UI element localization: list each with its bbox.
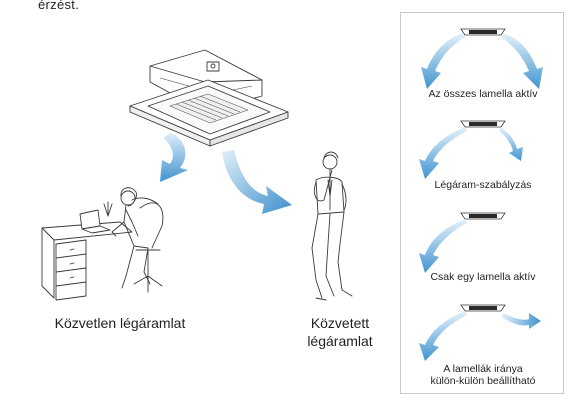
mode-airflow-control-caption: Légáram-szabályzás xyxy=(434,179,532,191)
airflow-modes-panel: Az összes lamella aktív Légáram-szabályz… xyxy=(400,12,564,394)
indirect-airflow-label: Közvetett légáramlat xyxy=(260,314,420,350)
mini-cassette-icon xyxy=(460,120,506,128)
standing-man-icon xyxy=(311,151,353,301)
mini-cassette-icon xyxy=(460,212,506,220)
airflow-arrow-icon xyxy=(222,150,292,214)
mode-individual-louvers-diagram xyxy=(419,304,541,361)
cassette-unit-icon xyxy=(129,49,289,147)
airflow-arrow-icon xyxy=(160,132,188,182)
mode-individual-louvers-caption: A lamellák iránya külön-külön beállíthat… xyxy=(401,363,565,387)
mode-single-louver-diagram xyxy=(419,212,506,273)
mode-single-louver-caption: Csak egy lamella aktív xyxy=(430,271,536,283)
airflow-illustration xyxy=(41,49,353,301)
mode-all-louvers-diagram xyxy=(421,28,543,89)
mini-cassette-icon xyxy=(460,304,506,312)
office-woman-icon xyxy=(41,187,164,301)
mode-airflow-control-diagram xyxy=(419,120,523,179)
mode-individual-caption-line1: A lamellák iránya xyxy=(443,363,523,375)
indirect-label-line1: Közvetett xyxy=(310,315,370,331)
mode-individual-caption-line2: külön-külön beállítható xyxy=(430,375,536,387)
mode-all-louvers-caption: Az összes lamella aktív xyxy=(428,88,538,100)
direct-airflow-label: Közvetlen légáramlat xyxy=(54,315,186,331)
indirect-label-line2: légáramlat xyxy=(307,333,373,349)
mini-cassette-icon xyxy=(460,28,506,36)
intro-text-fragment: érzést. xyxy=(38,0,80,12)
